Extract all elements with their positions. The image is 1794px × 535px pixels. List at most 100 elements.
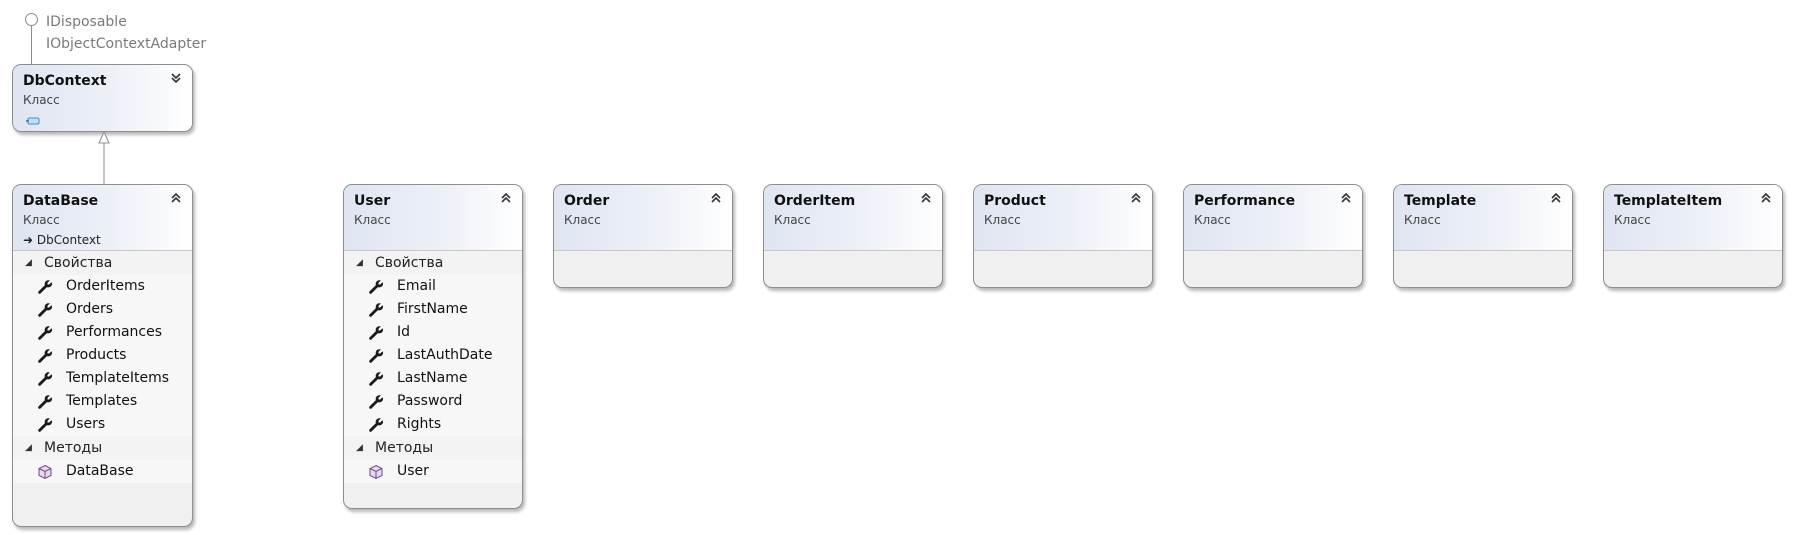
member-row[interactable]: Products: [13, 344, 192, 367]
wrench-icon: [368, 348, 384, 364]
member-label: LastName: [397, 370, 468, 386]
dbcontext-title: DbContext: [23, 73, 107, 89]
section-collapse-icon[interactable]: ◢: [356, 443, 363, 453]
interface-connector: [31, 26, 32, 64]
user-properties-section[interactable]: ◢ Свойства: [344, 251, 522, 275]
collapse-toggle-icon[interactable]: [1758, 191, 1774, 207]
member-row[interactable]: Password: [344, 390, 522, 413]
section-collapse-icon[interactable]: ◢: [25, 443, 32, 453]
collapse-toggle-icon[interactable]: [1548, 191, 1564, 207]
dbcontext-class-box[interactable]: DbContext Класс: [12, 64, 193, 132]
member-label: Performances: [66, 324, 163, 340]
class-title: Product: [984, 193, 1046, 209]
wrench-icon: [37, 302, 53, 318]
wrench-icon: [37, 325, 53, 341]
member-label: Id: [397, 324, 411, 340]
class-title: Performance: [1194, 193, 1296, 209]
member-row[interactable]: DataBase: [13, 460, 192, 483]
dbcontext-kind: Класс: [23, 93, 60, 107]
wrench-icon: [37, 417, 53, 433]
database-properties-label: Свойства: [44, 255, 113, 271]
member-label: OrderItems: [66, 278, 145, 294]
member-row[interactable]: LastAuthDate: [344, 344, 522, 367]
member-row[interactable]: LastName: [344, 367, 522, 390]
section-collapse-icon[interactable]: ◢: [25, 258, 32, 268]
wrench-icon: [368, 417, 384, 433]
class-kind: Класс: [1404, 213, 1441, 227]
collapse-toggle-icon[interactable]: [918, 191, 934, 207]
cube-icon: [37, 464, 53, 480]
class-title: Template: [1404, 193, 1477, 209]
inheritance-arrow: [98, 130, 110, 186]
cube-icon: [368, 464, 384, 480]
wrench-icon: [368, 394, 384, 410]
interface-iobjectcontextadapter: IObjectContextAdapter: [46, 36, 207, 52]
member-row[interactable]: TemplateItems: [13, 367, 192, 390]
database-base-label: DbContext: [36, 233, 101, 247]
wrench-icon: [37, 371, 53, 387]
wrench-icon: [368, 325, 384, 341]
user-properties-label: Свойства: [375, 255, 444, 271]
member-label: Templates: [66, 393, 138, 409]
member-row[interactable]: Templates: [13, 390, 192, 413]
collapse-toggle-icon[interactable]: [708, 191, 724, 207]
member-label: TemplateItems: [66, 370, 170, 386]
user-methods-section[interactable]: ◢ Методы: [344, 436, 522, 460]
section-collapse-icon[interactable]: ◢: [356, 258, 363, 268]
member-row[interactable]: User: [344, 460, 522, 483]
member-label: FirstName: [397, 301, 468, 317]
member-label: Products: [66, 347, 127, 363]
member-row[interactable]: Users: [13, 413, 192, 436]
wrench-icon: [368, 371, 384, 387]
database-properties-section[interactable]: ◢ Свойства: [13, 251, 192, 275]
user-title: User: [354, 193, 391, 209]
class-kind: Класс: [984, 213, 1021, 227]
member-row[interactable]: Rights: [344, 413, 522, 436]
inherits-arrow-icon: ➜: [23, 233, 34, 247]
wrench-icon: [37, 348, 53, 364]
interface-lollipop-icon: [25, 13, 38, 26]
database-methods-section[interactable]: ◢ Методы: [13, 436, 192, 460]
member-row[interactable]: Id: [344, 321, 522, 344]
collapse-toggle-icon[interactable]: [168, 191, 184, 207]
database-title: DataBase: [23, 193, 99, 209]
member-row[interactable]: FirstName: [344, 298, 522, 321]
collapse-toggle-icon[interactable]: [1338, 191, 1354, 207]
member-row[interactable]: Email: [344, 275, 522, 298]
database-class-box[interactable]: DataBase Класс ➜ DbContext ◢ Свойства Or…: [12, 184, 193, 527]
class-title: TemplateItem: [1614, 193, 1723, 209]
member-label: Rights: [397, 416, 442, 432]
class-kind: Класс: [564, 213, 601, 227]
member-label: Email: [397, 278, 436, 294]
interface-idisposable: IDisposable: [46, 14, 127, 30]
wrench-icon: [368, 302, 384, 318]
collapsed-members-icon: [25, 111, 41, 130]
member-label: Orders: [66, 301, 114, 317]
member-row[interactable]: Performances: [13, 321, 192, 344]
wrench-icon: [368, 279, 384, 295]
class-title: Order: [564, 193, 610, 209]
class-kind: Класс: [1194, 213, 1231, 227]
member-row[interactable]: Orders: [13, 298, 192, 321]
member-row[interactable]: OrderItems: [13, 275, 192, 298]
user-kind: Класс: [354, 213, 391, 227]
database-base-class: ➜ DbContext: [23, 231, 101, 249]
member-label: DataBase: [66, 463, 134, 479]
member-label: LastAuthDate: [397, 347, 493, 363]
collapse-toggle-icon[interactable]: [1128, 191, 1144, 207]
collapse-toggle-icon[interactable]: [498, 191, 514, 207]
class-kind: Класс: [1614, 213, 1651, 227]
expand-toggle-icon[interactable]: [168, 71, 184, 87]
wrench-icon: [37, 394, 53, 410]
member-label: Users: [66, 416, 106, 432]
database-methods-label: Методы: [44, 440, 103, 456]
user-methods-label: Методы: [375, 440, 434, 456]
class-title: OrderItem: [774, 193, 856, 209]
